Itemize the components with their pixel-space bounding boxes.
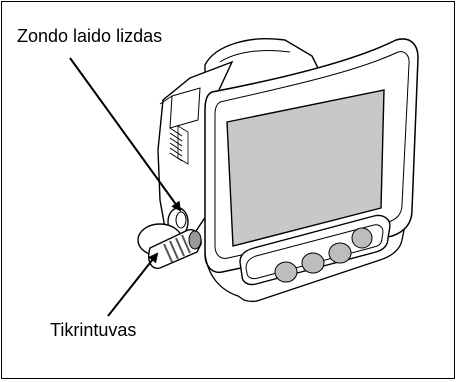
display-screen xyxy=(226,89,385,247)
control-button-4 xyxy=(351,227,373,249)
control-buttons xyxy=(274,227,373,283)
leader-lines xyxy=(69,57,182,317)
cable-socket-label: Zondo laido lizdas xyxy=(17,26,163,46)
device-housing-side xyxy=(157,60,234,241)
tester-arrow xyxy=(107,252,159,317)
cable-socket-arrow xyxy=(69,57,182,212)
tester-label: Tikrintuvas xyxy=(50,320,137,340)
control-button-1 xyxy=(274,261,298,283)
control-button-2 xyxy=(301,252,325,274)
control-button-3 xyxy=(328,242,352,264)
